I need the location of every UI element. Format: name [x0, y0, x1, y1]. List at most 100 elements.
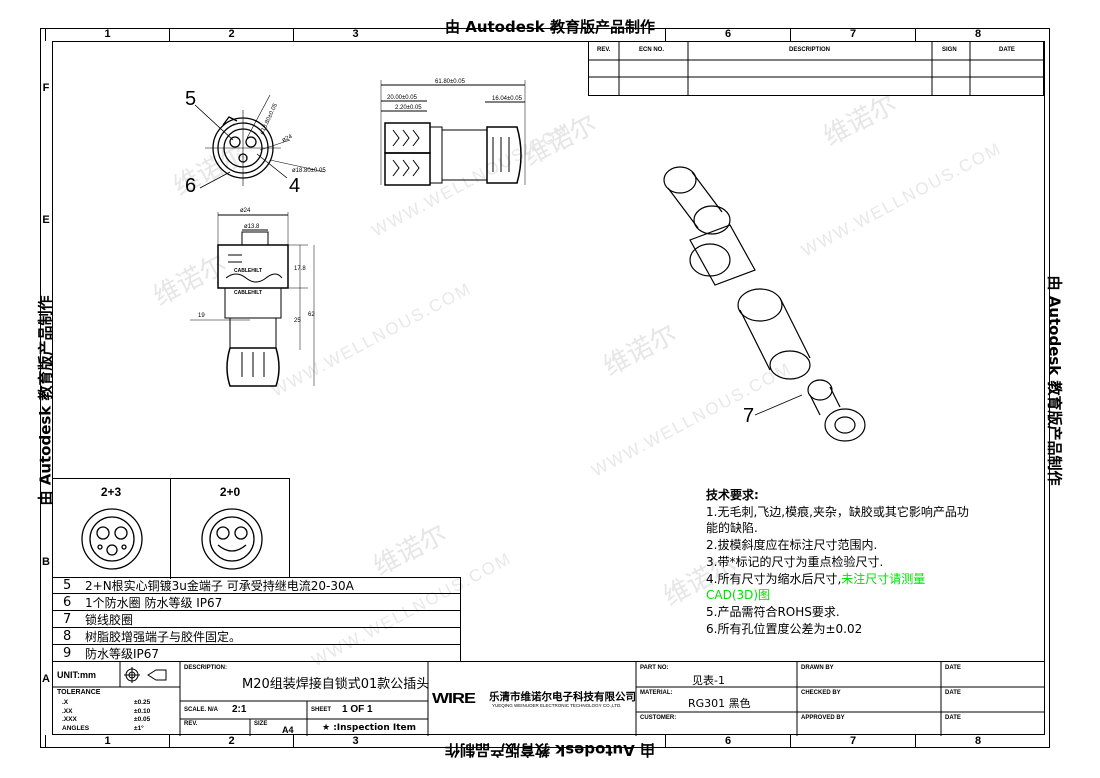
dim-overall: 61.80±0.05 [435, 79, 466, 85]
tol-key: .X [62, 699, 69, 706]
size-value: A4 [282, 725, 294, 735]
pin-diagrams: 2+3 2+0 [52, 478, 290, 579]
top-view-drawing: ø24 ø13.8 CABLEHILT CABLEHILT 17.8 25 62… [190, 208, 315, 387]
rev-header: REV. [597, 47, 611, 53]
sheet-label: SHEET [311, 707, 332, 713]
col-label: 2 [169, 735, 293, 748]
side-view-drawing: 61.80±0.05 20.00±0.05 2.20±0.05 16.04±0.… [380, 79, 526, 186]
dim-w13-8: ø13.8 [244, 224, 260, 230]
banner-bottom: 由 Autodesk 教育版产品制作 [444, 741, 656, 759]
dim-17-8: 17.8 [294, 266, 306, 272]
row-label: A [42, 673, 50, 685]
tolerance-table: .X ±0.25 .XX ±0.10 .XXX ±0.05 ANGLES ±1° [62, 699, 172, 733]
callout-6: 6 [185, 175, 196, 197]
checked-by-label: CHECKED BY [801, 690, 841, 696]
sheet-value: 1 OF 1 [342, 704, 373, 715]
part-number: 6 [63, 594, 72, 610]
dim-dia2: ø24 [281, 134, 294, 144]
company-name-en: YUEQING WEINUOER ELECTRONIC TECHNOLOGY C… [492, 703, 622, 708]
tol-value: ±0.05 [134, 716, 151, 723]
date-label: DATE [945, 715, 961, 721]
material-label: MATERIAL: [640, 690, 673, 696]
brand-text: CABLEHILT [234, 268, 262, 274]
exploded-view-drawing: 7 [663, 166, 866, 442]
revision-table: REV. ECN NO. DESCRIPTION SIGN DATE [588, 41, 1045, 96]
tol-value: ±1° [134, 724, 144, 732]
tol-value: ±0.25 [134, 699, 151, 706]
tol-key: .XX [62, 707, 73, 715]
outer-frame [40, 28, 1050, 748]
approved-by-label: APPROVED BY [801, 715, 845, 721]
dim-dia3: ø18.80±0.05 [292, 168, 326, 174]
scale-label: SCALE. N/A [184, 707, 219, 713]
part-text: 防水等级IP67 [85, 646, 160, 661]
dim-16: 16.04±0.05 [492, 96, 523, 102]
description-label: DESCRIPTION: [184, 665, 228, 671]
ecn-header: ECN NO. [639, 47, 665, 53]
part-number: 9 [63, 645, 72, 661]
dim-25: 25 [294, 318, 301, 324]
sign-header: SIGN [942, 47, 957, 53]
revision-grid [589, 41, 1045, 96]
pin-2-3-icon [81, 508, 143, 570]
banner-top: 由 Autodesk 教育版产品制作 [444, 18, 656, 36]
description-header: DESCRIPTION [789, 47, 831, 53]
inspection-item: ★ :Inspection Item [322, 723, 417, 733]
note-2: 2.拔模斜度应在标注尺寸范围内. [706, 538, 878, 552]
dim-w24: ø24 [240, 208, 251, 214]
pin-label-2-0: 2+0 [219, 485, 241, 499]
front-view-drawing: 5 6 4 ø13.80±0.05 ø24 ø18.80±0.05 [185, 88, 326, 197]
callout-5: 5 [185, 88, 196, 110]
callout-4: 4 [289, 175, 300, 197]
part-text: 2+N根实心铜镀3u金端子 可承受持继电流20-30A [85, 578, 354, 593]
col-label: 7 [790, 28, 915, 41]
tol-key: ANGLES [62, 724, 90, 732]
pin-label-2-3: 2+3 [100, 485, 122, 499]
parts-row: 9 防水等级IP67 [52, 645, 461, 662]
unit-label: UNIT:mm [57, 670, 97, 680]
col-label: 1 [45, 735, 169, 748]
parts-row: 7 锁线胶圈 [52, 611, 461, 628]
dim-dia1: ø13.80±0.05 [259, 102, 279, 136]
col-label: 3 [293, 28, 417, 41]
note-1b: 能的缺陷. [706, 521, 758, 535]
company-name-cn: 乐清市维诺尔电子科技有限公司 [489, 691, 636, 703]
col-label: 7 [790, 735, 915, 748]
part-no-value: 见表-1 [692, 674, 725, 687]
part-no-label: PART NO: [640, 665, 669, 671]
rev-label: REV. [184, 721, 198, 727]
size-label: SIZE [254, 721, 268, 727]
part-text: 树脂胶增强端子与胶件固定。 [85, 629, 242, 644]
parts-row: 5 2+N根实心铜镀3u金端子 可承受持继电流20-30A [52, 577, 461, 594]
callout-7: 7 [743, 405, 754, 427]
tol-key: .XXX [62, 716, 77, 723]
col-label: 8 [915, 28, 1040, 41]
row-label: F [42, 82, 50, 94]
dim-2-2: 2.20±0.05 [395, 105, 422, 111]
part-number: 7 [63, 611, 72, 627]
date-label: DATE [945, 665, 961, 671]
date-label: DATE [945, 690, 961, 696]
part-text: 1个防水圈 防水等级 IP67 [85, 595, 223, 610]
date-header: DATE [999, 47, 1015, 53]
inner-frame [52, 41, 1045, 735]
dim-19: 19 [198, 313, 205, 319]
scale-value: 2:1 [232, 704, 247, 715]
projection-symbol-icon [124, 667, 167, 683]
row-label: E [42, 214, 50, 226]
col-label: 6 [665, 28, 790, 41]
row-label: B [42, 556, 50, 568]
col-label: 2 [169, 28, 293, 41]
tol-value: ±0.10 [134, 707, 151, 715]
part-number: 5 [63, 577, 72, 593]
dim-20: 20.00±0.05 [387, 95, 418, 101]
note-4-green: 未注尺寸请测量 [841, 572, 926, 586]
parts-top-line [52, 577, 461, 578]
part-text: 锁线胶圈 [85, 612, 134, 627]
drawn-by-label: DRAWN BY [801, 665, 834, 671]
notes-title: 技术要求: [706, 488, 759, 502]
material-value: RG301 黑色 [688, 697, 751, 710]
note-6: 6.所有孔位置度公差为±0.02 [706, 622, 863, 636]
pin-2-0-icon [201, 508, 263, 570]
